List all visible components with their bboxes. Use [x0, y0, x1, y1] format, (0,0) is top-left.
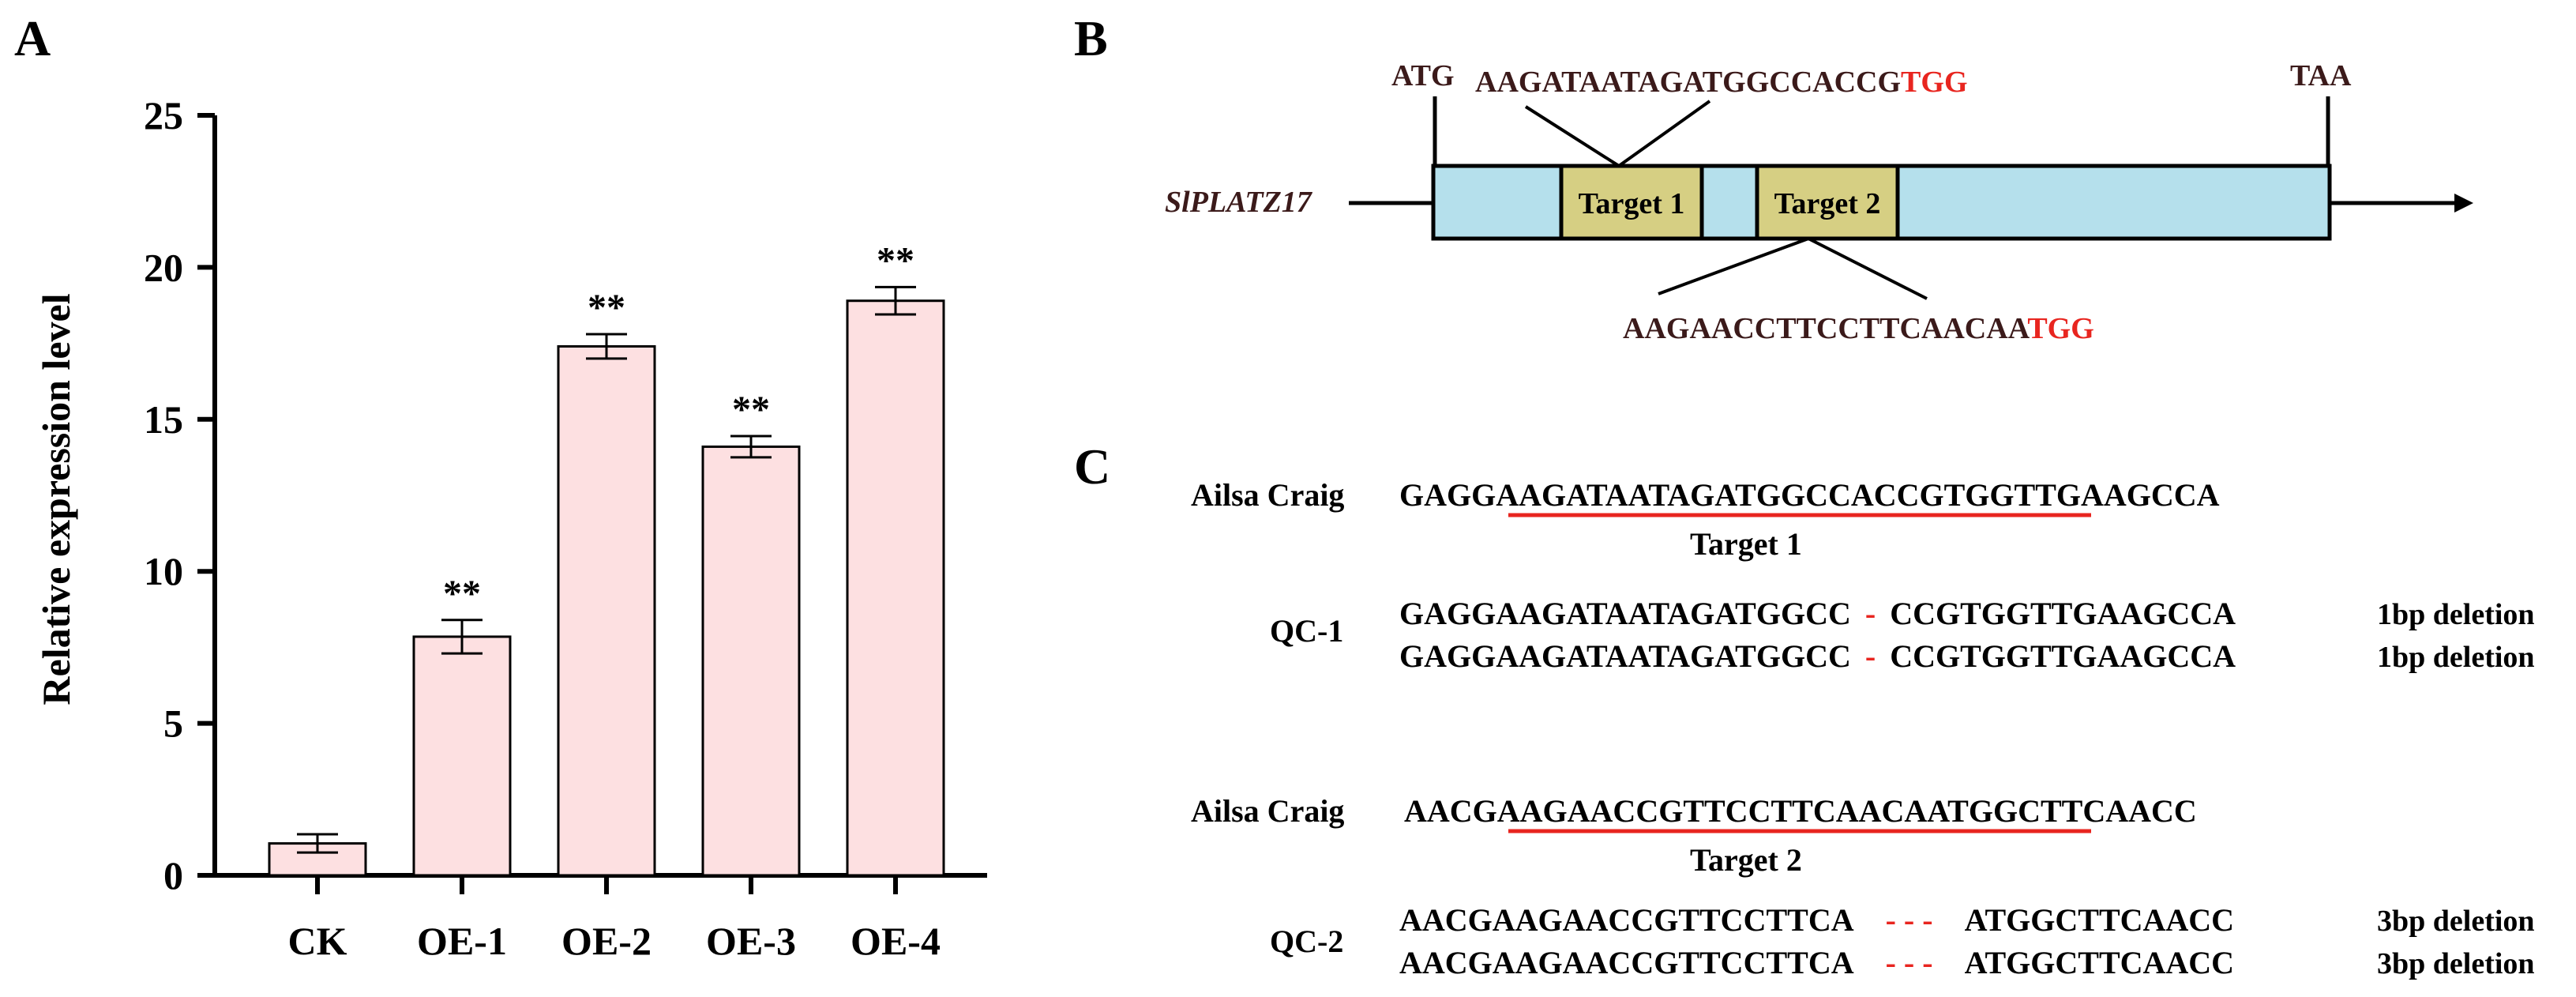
bar-oe-1 [412, 635, 512, 877]
mutant-seq-1b: GAGGAAGATAATAGATGGCC-CCGTGGTTGAAGCCA [1399, 638, 2236, 674]
mutant-seq-1a: GAGGAAGATAATAGATGGCC-CCGTGGTTGAAGCCA [1399, 596, 2236, 631]
target1-callout-right [1617, 100, 1711, 167]
panel-b-label: B [1074, 10, 1108, 66]
y-tick-label: 25 [144, 93, 183, 137]
deletion-note-2b: 3bp deletion [2377, 947, 2535, 980]
target1-callout-left [1524, 105, 1620, 167]
bars: ** ** ** ** [268, 239, 945, 877]
x-tick-label: OE-1 [417, 919, 507, 963]
stop-codon: TAA [2290, 59, 2352, 92]
x-tick-label: OE-2 [561, 919, 652, 963]
gene-name: SlPLATZ17 [1165, 186, 1313, 219]
start-codon: ATG [1391, 59, 1455, 92]
target2-pam: TGG [2027, 312, 2093, 345]
bar-oe-3 [701, 445, 801, 877]
mutant-seq-2a: AACGAAGAACCGTTCCTTCA- - -ATGGCTTCAACC [1399, 902, 2234, 938]
target2-callout-left [1658, 237, 1809, 295]
y-tick-label: 10 [144, 549, 183, 593]
deletion-note-1a: 1bp deletion [2377, 598, 2535, 631]
bar-ck [268, 842, 367, 877]
bar-oe-2 [557, 344, 656, 877]
mutant-label-1: QC-1 [1270, 613, 1343, 649]
panel-a-label: A [14, 10, 51, 66]
bar-oe-4 [846, 299, 945, 877]
alignment-block-2: Ailsa Craig AACGAAGAACCGTTCCTTCAACAATGGC… [1191, 793, 2535, 980]
panel-c-label: C [1074, 438, 1110, 495]
significance-label: ** [443, 573, 481, 615]
y-tick-label: 0 [163, 853, 183, 897]
mutant-seq-2b: AACGAAGAACCGTTCCTTCA- - -ATGGCTTCAACC [1399, 945, 2234, 980]
target1-box [1559, 164, 1704, 241]
target2-label: Target 2 [1690, 842, 1802, 878]
y-tick-label: 5 [163, 702, 183, 746]
y-tick-label: 20 [144, 245, 183, 289]
deletion-note-2a: 3bp deletion [2377, 905, 2535, 938]
significance-label: ** [588, 287, 625, 329]
wt-label-1: Ailsa Craig [1191, 477, 1344, 513]
deletion-note-1b: 1bp deletion [2377, 641, 2535, 674]
target1-box-label: Target 1 [1579, 187, 1685, 220]
target2-callout-right [1808, 237, 1928, 300]
target2-box [1755, 164, 1900, 241]
arrow-head-icon [2454, 194, 2473, 213]
significance-label: ** [877, 239, 914, 281]
mutant-label-2: QC-2 [1270, 924, 1343, 959]
wt-sequence-1: GAGGAAGATAATAGATGGCCACCGTGGTTGAAGCCA [1399, 477, 2220, 513]
gene-diagram: Target 1 Target 2 ATG TAA SlPLATZ17 AAGA… [1165, 59, 2473, 345]
x-tick-label: OE-4 [851, 919, 941, 963]
x-tick-label: OE-3 [706, 919, 796, 963]
wt-label-2: Ailsa Craig [1191, 793, 1344, 829]
bar-chart: 0 5 10 15 20 25 CK OE-1 OE-2 OE-3 OE-4 ** ** ** ** R… [34, 93, 987, 963]
target1-pam: TGG [1901, 66, 1967, 99]
x-axis: CK OE-1 OE-2 OE-3 OE-4 [212, 873, 987, 963]
target2-box-label: Target 2 [1774, 187, 1881, 220]
y-tick-label: 15 [144, 397, 183, 442]
wt-sequence-2: AACGAAGAACCGTTCCTTCAACAATGGCTTCAACC [1404, 793, 2197, 829]
alignment-block-1: Ailsa Craig GAGGAAGATAATAGATGGCCACCGTGGT… [1191, 477, 2535, 674]
y-axis: 0 5 10 15 20 25 [144, 93, 217, 897]
significance-label: ** [732, 389, 770, 431]
y-axis-title: Relative expression level [34, 293, 78, 705]
target2-sequence: AAGAACCTTCCTTCAACAATGG [1623, 312, 2094, 345]
target1-sequence: AAGATAATAGATGGCCACCGTGG [1475, 66, 1968, 99]
target1-label: Target 1 [1690, 526, 1802, 562]
x-tick-label: CK [288, 919, 347, 963]
